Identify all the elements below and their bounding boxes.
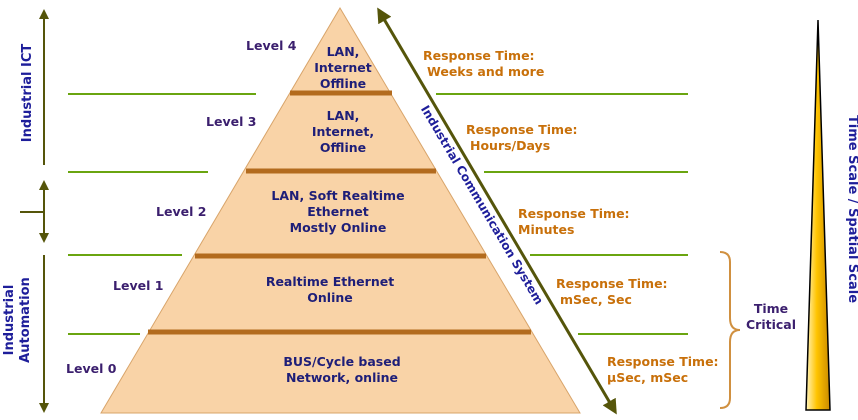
level-0-label: Level 0 bbox=[66, 361, 117, 376]
level-3-network: LAN, Internet, Offline bbox=[312, 108, 374, 156]
automation-line: Industrial bbox=[2, 284, 17, 356]
network-line: Offline bbox=[319, 140, 367, 155]
network-line: Ethernet bbox=[307, 204, 369, 219]
response-line: Response Time: bbox=[423, 48, 535, 63]
level-3-label: Level 3 bbox=[206, 114, 257, 129]
response-line: Response Time: bbox=[556, 276, 668, 291]
response-line: Response Time: bbox=[607, 354, 719, 369]
automation-line: Automation bbox=[18, 277, 33, 363]
time-critical-brace bbox=[719, 251, 741, 409]
network-line: Online bbox=[307, 290, 353, 305]
response-line: Response Time: bbox=[466, 122, 578, 137]
level-2-label: Level 2 bbox=[156, 204, 207, 219]
industrial-automation-label: Industrial Automation bbox=[2, 270, 34, 370]
level-4-label: Level 4 bbox=[246, 38, 297, 53]
response-line: Weeks and more bbox=[427, 64, 545, 79]
communication-system-arrow bbox=[377, 7, 617, 415]
time-critical-line: Critical bbox=[745, 317, 797, 332]
network-line: BUS/Cycle based bbox=[283, 354, 401, 369]
industrial-ict-label: Industrial ICT bbox=[20, 43, 35, 143]
level-2-response: Response Time: Minutes bbox=[518, 206, 630, 238]
left-axis-arrows bbox=[20, 8, 49, 413]
network-line: Offline bbox=[319, 76, 367, 91]
time-scale-wedge bbox=[805, 19, 831, 411]
network-line: Realtime Ethernet bbox=[265, 274, 395, 289]
level-1-network: Realtime Ethernet Online bbox=[266, 274, 394, 306]
level-0-network: BUS/Cycle based Network, online bbox=[283, 354, 400, 386]
time-critical-label: Time Critical bbox=[746, 301, 796, 333]
network-line: LAN, bbox=[326, 108, 360, 123]
response-line: Minutes bbox=[518, 222, 575, 237]
level-2-network: LAN, Soft Realtime Ethernet Mostly Onlin… bbox=[271, 188, 404, 236]
response-line: Hours/Days bbox=[470, 138, 551, 153]
network-line: Internet bbox=[314, 60, 372, 75]
level-1-response: Response Time: mSec, Sec bbox=[556, 276, 668, 308]
response-line: Response Time: bbox=[518, 206, 630, 221]
time-critical-line: Time bbox=[753, 301, 789, 316]
time-spatial-scale-label: Time Scale / Spatial Scale bbox=[845, 114, 858, 304]
level-1-label: Level 1 bbox=[113, 278, 164, 293]
response-line: µSec, mSec bbox=[607, 370, 689, 385]
response-line: mSec, Sec bbox=[560, 292, 632, 307]
level-3-response: Response Time: Hours/Days bbox=[466, 122, 578, 154]
network-line: Mostly Online bbox=[289, 220, 387, 235]
network-line: LAN, Soft Realtime bbox=[271, 188, 405, 203]
level-4-response: Response Time: Weeks and more bbox=[423, 48, 544, 80]
network-line: Internet, bbox=[311, 124, 375, 139]
network-line: Network, online bbox=[285, 370, 399, 385]
level-4-network: LAN, Internet Offline bbox=[314, 44, 372, 92]
network-line: LAN, bbox=[326, 44, 360, 59]
level-0-response: Response Time: µSec, mSec bbox=[607, 354, 719, 386]
